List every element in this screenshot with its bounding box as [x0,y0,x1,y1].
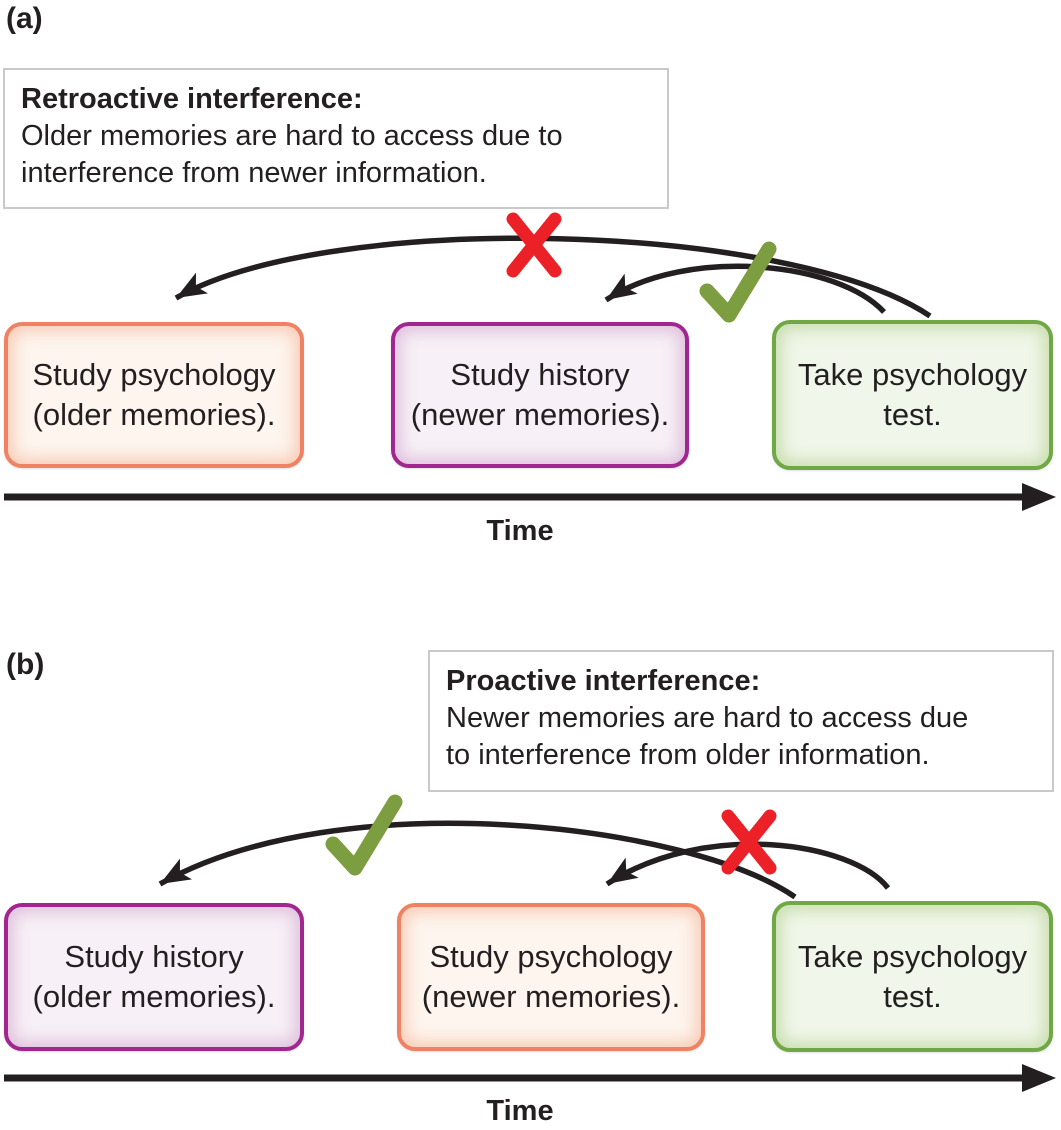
retroactive-info-box: Retroactive interference: Older memories… [3,68,669,209]
timeline-arrow-a [4,483,1056,511]
node-b-study-psychology-newer: Study psychology (newer memories). [397,903,705,1051]
node-a2-line1: Study history [450,357,630,392]
panel-a-label: (a) [6,2,43,35]
node-b-take-psychology-test: Take psychology test. [772,901,1053,1052]
pro-blocked-arrow [605,841,891,890]
node-b-study-history-older: Study history (older memories). [4,903,304,1051]
retro-allowed-arrow [604,263,887,314]
proactive-info-box: Proactive interference: Newer memories a… [428,650,1054,792]
retroactive-info-line1: Older memories are hard to access due to [21,120,563,152]
node-a3-line2: test. [883,397,942,432]
timeline-label-b: Time [486,1095,554,1127]
timeline-arrow-b [4,1064,1056,1092]
node-b1-line2: (older memories). [32,979,276,1014]
proactive-info-line1: Newer memories are hard to access due [446,702,969,734]
node-b2-line1: Study psychology [429,939,673,974]
pro-allowed-arrow [158,820,797,900]
node-a1-line1: Study psychology [32,357,276,392]
node-b3-line1: Take psychology [797,938,1028,974]
check-mark-icon [325,794,403,876]
timeline-arrowhead [1022,1064,1056,1092]
x-mark-icon [721,809,777,875]
arrowhead [176,272,208,298]
node-a2-line2: (newer memories). [410,397,670,432]
arrowhead [607,857,639,884]
retro-blocked-arrow [174,235,932,319]
node-a-study-history-newer: Study history (newer memories). [391,322,689,468]
timeline-arrowhead [1022,483,1056,511]
node-a-take-psychology-test: Take psychology test. [772,320,1053,470]
retroactive-info-line2: interference from newer information. [21,157,487,189]
x-mark-icon [506,212,562,278]
arrowhead [606,273,638,300]
node-b3-line2: test. [883,978,942,1014]
check-mark-icon [699,241,777,323]
panel-b-label: (b) [6,648,45,681]
retroactive-info-title: Retroactive interference: [21,83,363,115]
arrowhead [160,858,192,884]
proactive-info-line2: to interference from older information. [446,739,930,771]
node-a1-line2: (older memories). [32,397,276,432]
node-a-study-psychology-older: Study psychology (older memories). [4,322,304,468]
node-b2-line2: (newer memories). [421,979,681,1014]
node-b1-line1: Study history [64,939,244,974]
proactive-info-title: Proactive interference: [446,665,761,697]
timeline-label-a: Time [486,515,554,547]
node-a3-line1: Take psychology [797,357,1028,392]
